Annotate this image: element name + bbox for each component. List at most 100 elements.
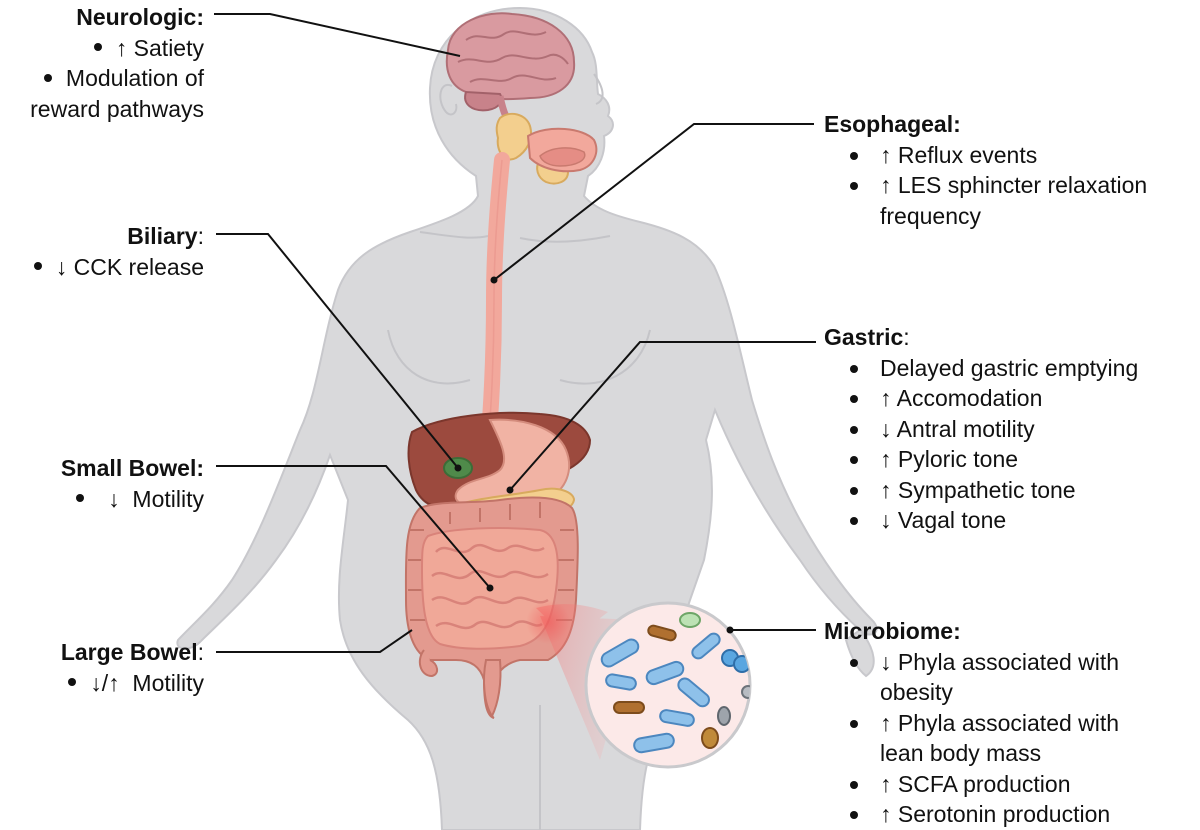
salivary-glands: [495, 112, 598, 185]
list-item: ↑ Reflux events: [846, 140, 1147, 171]
callout-gastric-heading: Gastric:: [824, 322, 1138, 353]
item-text: ↑ Satiety: [115, 34, 204, 61]
bacterium-blue: [677, 677, 710, 708]
list-item: ↑ Satiety: [30, 33, 204, 64]
callout-small-bowel-heading: Small Bowel:: [61, 453, 204, 484]
item-text: ↓ Phyla associated with: [880, 648, 1120, 675]
list-item: ↑ Sympathetic tone: [846, 475, 1138, 506]
item-text: ↑ Phyla associated with: [880, 709, 1120, 736]
list-item: ↑ Accomodation: [846, 383, 1138, 414]
bullet-icon: [850, 486, 858, 495]
item-text: Modulation of: [65, 65, 204, 91]
callout-biliary-list: ↓ CCK release: [33, 252, 204, 283]
bullet-icon: [33, 262, 42, 271]
small-intestine-coils: [431, 543, 549, 630]
bullet-icon: [850, 811, 858, 819]
dot-stomach: [506, 486, 514, 494]
callout-esophageal: Esophageal: ↑ Reflux events ↑ LES sphinc…: [824, 109, 1147, 231]
leader-neurologic: [214, 13, 461, 57]
leader-dots: [454, 276, 734, 634]
nose-line: [593, 73, 604, 105]
item-text: ↑ Pyloric tone: [880, 446, 1019, 472]
callout-title: Gastric: [824, 324, 904, 350]
bacterium-blue: [605, 673, 637, 691]
dot-microbiome: [726, 626, 734, 634]
list-item: ↓ Vagal tone: [846, 505, 1138, 536]
bacterium-brown: [613, 701, 645, 714]
bullet-icon: [76, 494, 85, 503]
callout-biliary-heading: Biliary:: [34, 221, 204, 252]
leader-large-bowel: [216, 629, 413, 653]
bullet-icon: [850, 658, 858, 667]
list-item: ↓ CCK release: [33, 252, 204, 283]
callout-title: Large Bowel: [60, 639, 198, 665]
callout-suffix: :: [197, 223, 204, 249]
list-item: Modulation of: [30, 63, 204, 94]
list-item: Delayed gastric emptying: [846, 353, 1138, 384]
dot-gallbladder: [454, 464, 462, 472]
bullet-icon: [850, 425, 858, 434]
bullet-icon: [850, 719, 858, 728]
callout-title: Small Bowel:: [60, 455, 204, 481]
item-text: obesity: [880, 679, 953, 705]
callout-gastric-list: Delayed gastric emptying ↑ Accomodation …: [846, 353, 1138, 536]
callout-gastric: Gastric: Delayed gastric emptying ↑ Acco…: [824, 322, 1138, 536]
leader-lines: [214, 13, 816, 653]
list-item: ↑ Serotonin production: [846, 799, 1119, 830]
tongue: [539, 147, 586, 167]
callout-large-bowel-list: ↓/↑ Motility: [61, 668, 204, 699]
bullet-icon: [850, 151, 858, 160]
item-text: ↓ Motility: [108, 485, 204, 512]
bacterium-blue: [659, 709, 695, 727]
leader-biliary: [216, 233, 459, 469]
bacterium-blue: [600, 638, 640, 668]
item-text: frequency: [880, 202, 982, 229]
dot-small-bowel: [486, 584, 494, 592]
list-item: ↑ SCFA production: [846, 769, 1119, 800]
brain-folds: [457, 30, 569, 83]
chest-line-right: [559, 329, 651, 385]
callout-esophageal-list: ↑ Reflux events ↑ LES sphincter relaxati…: [846, 140, 1147, 232]
item-text: ↓ Vagal tone: [880, 507, 1007, 533]
item-text: lean body mass: [880, 740, 1042, 766]
item-text: ↓ CCK release: [55, 253, 204, 280]
callout-large-bowel-heading: Large Bowel:: [61, 637, 204, 668]
item-text: ↑ Sympathetic tone: [880, 476, 1076, 503]
callout-neurologic: Neurologic: ↑ Satiety Modulation of rewa…: [30, 2, 204, 124]
bullet-icon: [850, 780, 858, 789]
item-text: ↑ Serotonin production: [880, 801, 1111, 827]
callout-microbiome-list: ↓ Phyla associated with obesity ↑ Phyla …: [846, 647, 1119, 830]
list-item: ↓/↑ Motility: [61, 668, 204, 699]
bullet-icon: [68, 678, 77, 687]
leader-esophageal: [493, 123, 814, 281]
item-text: ↑ LES sphincter relaxation: [880, 172, 1148, 198]
bacterium-brown: [701, 727, 719, 749]
dot-esophagus: [490, 276, 498, 284]
bullet-icon: [93, 43, 102, 52]
bullet-icon: [850, 395, 858, 403]
item-text: ↓/↑ Motility: [90, 669, 204, 696]
callout-large-bowel: Large Bowel: ↓/↑ Motility: [61, 637, 204, 698]
item-text: reward pathways: [30, 95, 204, 122]
bacterium-coccus: [733, 655, 750, 673]
callout-neurologic-list: ↑ Satiety Modulation of reward pathways: [30, 33, 204, 125]
callout-title: Neurologic:: [76, 4, 204, 30]
bacterium-blue: [645, 660, 685, 686]
colon-haustra: [408, 502, 574, 621]
brain-cerebellum: [464, 90, 503, 112]
bacterium-grey: [717, 706, 731, 726]
list-item: ↓ Antral motility: [846, 414, 1138, 445]
callout-biliary: Biliary: ↓ CCK release: [33, 221, 204, 283]
esophagus-edge: [489, 159, 503, 421]
callout-suffix: :: [197, 639, 204, 665]
item-text: ↑ Accomodation: [880, 385, 1043, 411]
list-item: ↑ Pyloric tone: [846, 444, 1138, 475]
list-item: lean body mass: [846, 738, 1119, 769]
bacterium-grey: [741, 685, 750, 699]
bacterium-blue: [691, 632, 721, 660]
callout-microbiome-heading: Microbiome:: [824, 616, 1119, 647]
microbiome-zoom: [584, 601, 752, 769]
collarbone-right: [519, 235, 611, 243]
